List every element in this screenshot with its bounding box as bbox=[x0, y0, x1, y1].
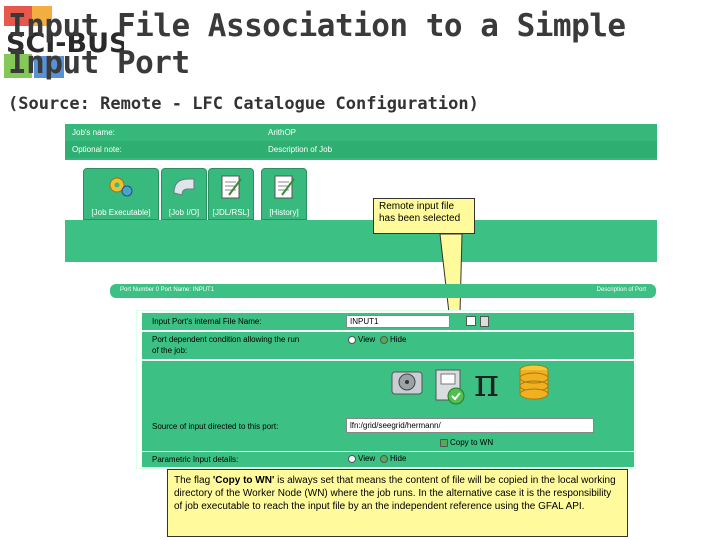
tab-job-executable[interactable]: [Job Executable] bbox=[83, 168, 159, 220]
note-flag-bold: 'Copy to WN' bbox=[212, 475, 275, 486]
radio-dot bbox=[380, 335, 388, 344]
radio-dot bbox=[380, 454, 388, 463]
tab-label: [History] bbox=[269, 208, 299, 217]
port-description: Description of Port bbox=[596, 287, 646, 293]
callout-line-1: Remote input file bbox=[379, 201, 455, 212]
condition-row: Port dependent condition allowing the ru… bbox=[142, 332, 634, 359]
plug-icon bbox=[170, 173, 198, 201]
internal-name-checkbox[interactable] bbox=[466, 316, 476, 326]
slide-subtitle: (Source: Remote - LFC Catalogue Configur… bbox=[8, 94, 479, 114]
tab-history[interactable]: [History] bbox=[261, 168, 307, 220]
tab-label: [JDL/RSL] bbox=[212, 208, 250, 217]
radio-dot bbox=[348, 454, 356, 463]
hard-drive-icon[interactable] bbox=[388, 362, 428, 402]
port-header-bar: Port Number 0 Port Name: INPUT1 Descript… bbox=[110, 284, 656, 298]
parametric-view-radio[interactable]: View bbox=[348, 454, 375, 463]
tab-label: [Job Executable] bbox=[91, 208, 151, 217]
tab-label: [Job I/O] bbox=[168, 208, 200, 217]
radio-label: View bbox=[358, 454, 376, 463]
remote-file-callout: Remote input file has been selected bbox=[373, 198, 475, 234]
svg-text:SCI-BUS: SCI-BUS bbox=[6, 28, 124, 59]
condition-hide-radio[interactable]: Hide bbox=[380, 335, 406, 344]
job-header: Job's name: ArithOP Optional note: Descr… bbox=[65, 124, 657, 160]
condition-label-1: Port dependent condition allowing the ru… bbox=[152, 335, 300, 344]
gears-icon bbox=[107, 173, 135, 201]
source-label: Source of input directed to this port: bbox=[152, 422, 279, 431]
radio-label: Hide bbox=[390, 335, 407, 344]
parametric-row: Parametric Input details: bbox=[142, 452, 634, 467]
internal-name-input[interactable]: INPUT1 bbox=[346, 315, 450, 328]
sci-bus-logo: SCI-BUS bbox=[4, 6, 128, 86]
pi-icon[interactable]: π bbox=[472, 361, 508, 405]
callout-line-2: has been selected bbox=[379, 213, 461, 224]
parametric-hide-radio[interactable]: Hide bbox=[380, 454, 406, 463]
radio-label: Hide bbox=[390, 454, 407, 463]
tab-jdl-rsl[interactable]: [JDL/RSL] bbox=[208, 168, 254, 220]
parametric-label: Parametric Input details: bbox=[152, 455, 239, 464]
file-cabinet-icon[interactable] bbox=[430, 366, 470, 408]
source-path-input[interactable]: lfn:/grid/seegrid/hermann/ bbox=[346, 418, 594, 433]
radio-label: View bbox=[358, 335, 376, 344]
condition-view-radio[interactable]: View bbox=[348, 335, 375, 344]
job-note-value: Description of Job bbox=[268, 145, 333, 154]
copy-to-wn-checkbox[interactable]: Copy to WN bbox=[440, 438, 493, 447]
checkbox-label: Copy to WN bbox=[450, 438, 494, 447]
tab-content-band bbox=[65, 220, 657, 262]
slide-title: Input File Association to a Simple Input… bbox=[8, 8, 626, 81]
tab-job-io[interactable]: [Job I/O] bbox=[161, 168, 207, 220]
port-number-name: Port Number 0 Port Name: INPUT1 bbox=[120, 287, 215, 293]
notepad-icon bbox=[217, 173, 245, 201]
svg-text:π: π bbox=[474, 362, 499, 402]
condition-label-2: of the job: bbox=[152, 346, 188, 355]
job-name-value: ArithOP bbox=[268, 128, 297, 137]
notepad-pen-icon bbox=[270, 173, 298, 201]
source-row: Source of input directed to this port: bbox=[142, 361, 634, 451]
lock-icon bbox=[480, 316, 489, 327]
job-name-label: Job's name: bbox=[72, 128, 115, 137]
internal-name-label: Input Port's internal File Name: bbox=[152, 317, 262, 326]
copy-to-wn-note: The flag 'Copy to WN' is always set that… bbox=[167, 469, 628, 537]
job-note-label: Optional note: bbox=[72, 145, 122, 154]
radio-dot bbox=[348, 335, 356, 344]
database-icon[interactable] bbox=[516, 362, 552, 402]
checkbox-box bbox=[440, 438, 448, 447]
